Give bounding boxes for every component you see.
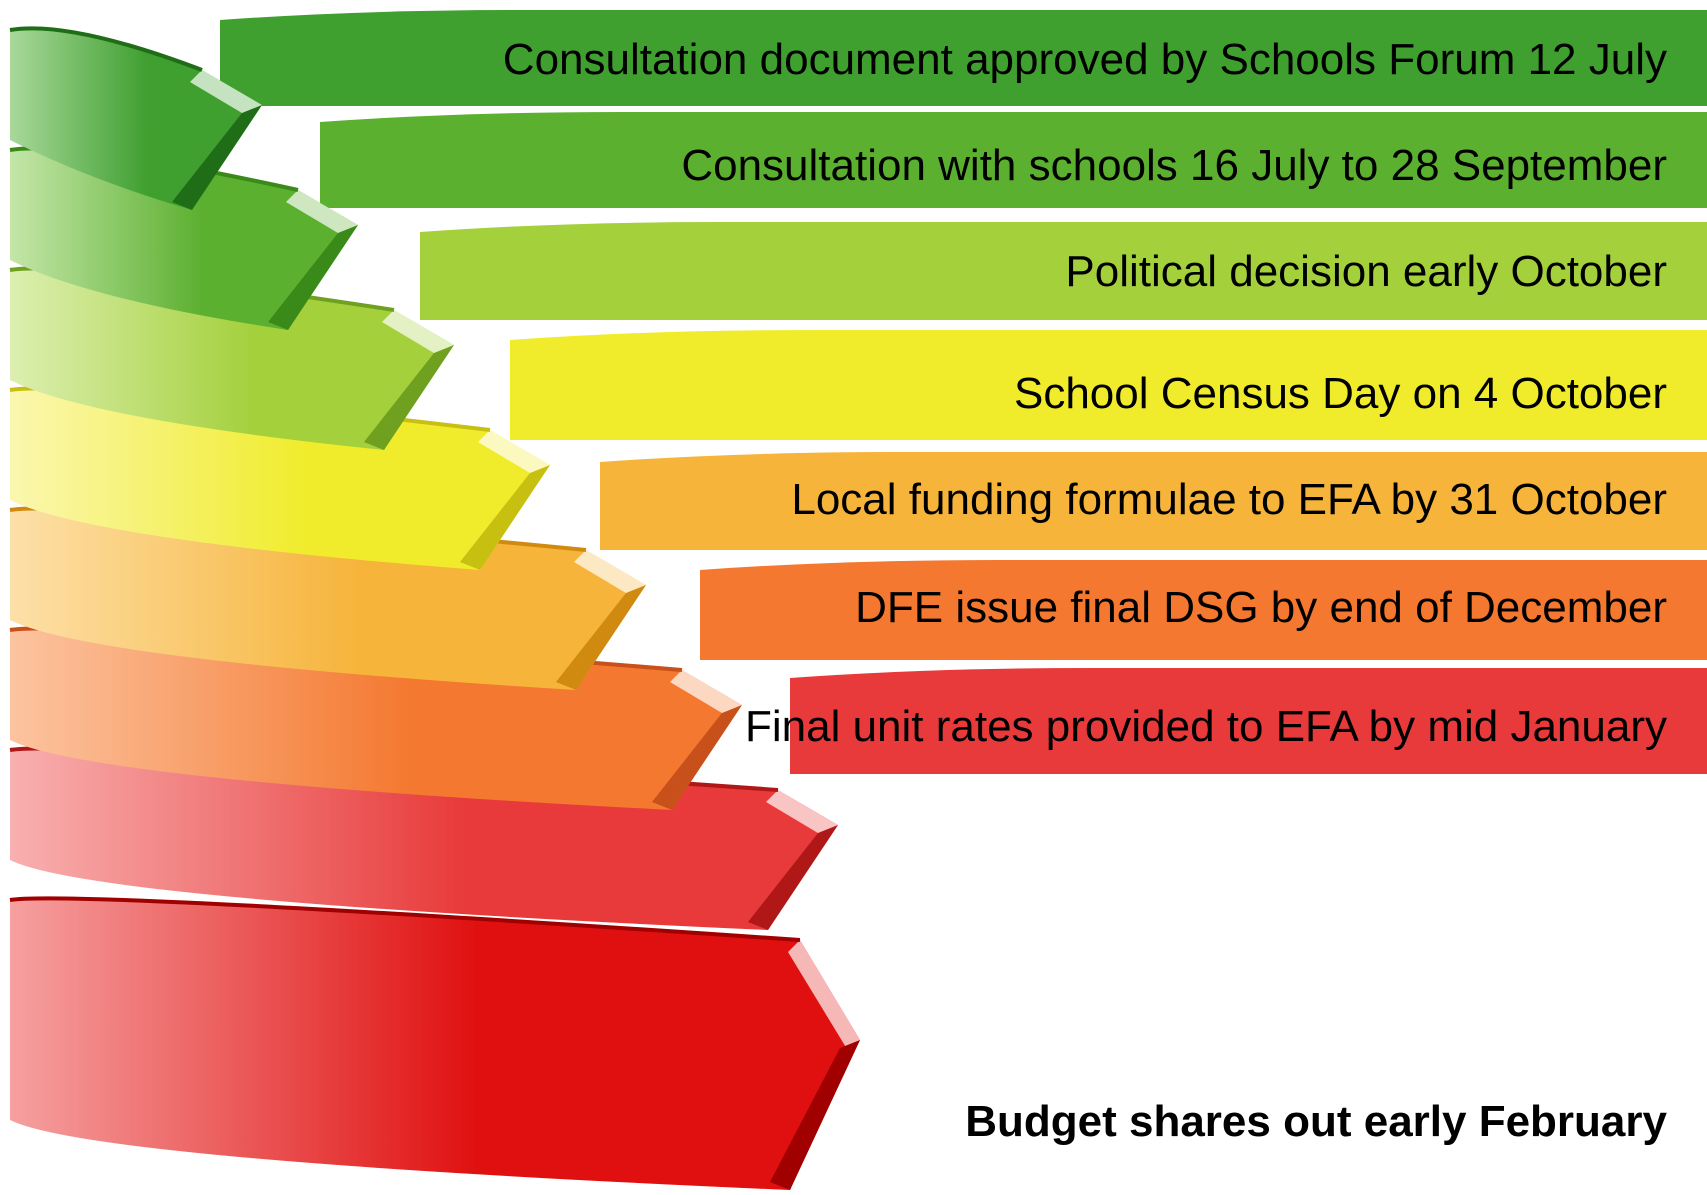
step-4-label: School Census Day on 4 October	[1013, 369, 1667, 418]
arrow-rim-1	[9, 26, 203, 72]
arrow-highlight-5	[574, 550, 646, 599]
band-gap-3	[420, 320, 1707, 326]
arrow-body-2	[10, 148, 358, 330]
arrow-rim-8	[9, 896, 801, 942]
arrow-highlight-6	[670, 670, 742, 719]
arrow-body-8	[10, 898, 860, 1190]
band-1	[220, 10, 1707, 106]
band-gap-1	[220, 106, 1707, 112]
arrow-shadow-7	[748, 825, 838, 930]
band-2	[320, 112, 1707, 208]
step-7-label: Final unit rates provided to EFA by mid …	[744, 702, 1667, 751]
band-gap-7	[790, 774, 1707, 780]
arrow-highlight-1	[190, 70, 262, 119]
arrow-highlight-7	[766, 790, 838, 839]
arrow-1	[9, 26, 262, 211]
step-6-label: DFE issue final DSG by end of December	[855, 583, 1667, 632]
arrow-shadow-3	[364, 345, 454, 450]
arrow-shadow-6	[652, 705, 742, 810]
band-5	[600, 452, 1707, 550]
band-gap-2	[320, 208, 1707, 214]
band-4	[510, 330, 1707, 440]
step-2-label: Consultation with schools 16 July to 28 …	[681, 141, 1667, 190]
step-8-label: Budget shares out early February	[965, 1097, 1667, 1146]
band-gap-4	[510, 440, 1707, 446]
arrow-highlight-8	[788, 940, 860, 1054]
arrow-highlight-2	[286, 190, 358, 239]
arrow-highlight-4	[478, 430, 550, 479]
arrow-8	[9, 896, 860, 1190]
step-3-label: Political decision early October	[1065, 247, 1667, 296]
band-7	[790, 668, 1707, 774]
step-1-label: Consultation document approved by School…	[502, 35, 1667, 84]
band-6	[700, 560, 1707, 660]
band-gap-6	[700, 660, 1707, 666]
band-gap-5	[600, 550, 1707, 556]
arrow-shadow-5	[556, 585, 646, 690]
arrow-body-4	[10, 388, 550, 570]
arrow-shadow-8	[770, 1040, 860, 1190]
band-3	[420, 222, 1707, 320]
arrow-shadow-4	[460, 465, 550, 570]
arrow-shadow-1	[172, 105, 262, 210]
arrow-highlight-3	[382, 310, 454, 359]
arrow-shadow-2	[268, 225, 358, 330]
step-5-label: Local funding formulae to EFA by 31 Octo…	[791, 475, 1667, 524]
arrow-body-3	[10, 268, 454, 450]
